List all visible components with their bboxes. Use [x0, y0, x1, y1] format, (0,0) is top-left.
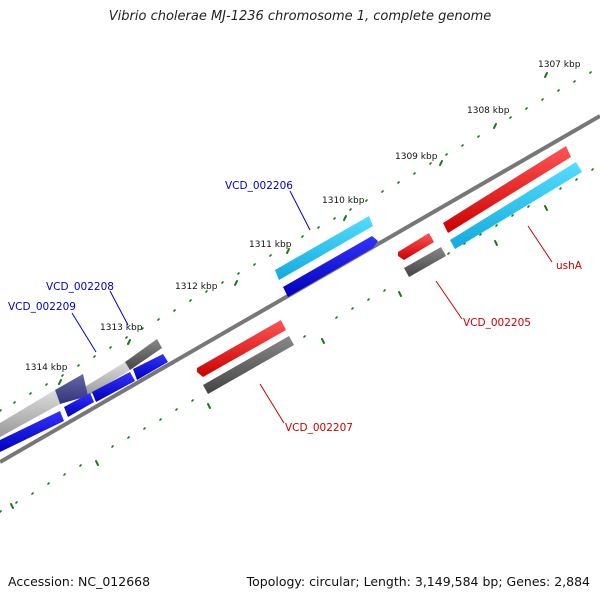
gene-blue-1[interactable]: [0, 411, 64, 452]
map-title: Vibrio cholerae MJ-1236 chromosome 1, co…: [108, 9, 492, 24]
tick-label: 1313 kbp: [100, 323, 143, 333]
tick-labels: 1307 kbp 1308 kbp 1309 kbp 1310 kbp 1311…: [25, 60, 581, 373]
leader-lines: [71, 190, 553, 424]
tick-label: 1312 kbp: [175, 282, 218, 292]
gene-vcd-002208-gray[interactable]: [125, 339, 162, 370]
accession-label: Accession: NC_012668: [8, 574, 151, 589]
gene-blue-2[interactable]: [64, 393, 94, 417]
outer-tick-ring: [0, 71, 592, 412]
forward-features: [0, 146, 582, 452]
tick-label: 1311 kbp: [249, 240, 292, 250]
gene-label-vcd-002208[interactable]: VCD_002208: [46, 281, 114, 293]
gene-vcd-002208-light[interactable]: [83, 362, 130, 396]
gene-label-usha[interactable]: ushA: [556, 260, 583, 272]
tick-label: 1308 kbp: [467, 106, 510, 116]
gene-usha-track2[interactable]: [450, 162, 582, 249]
gene-label-vcd-002207[interactable]: VCD_002207: [285, 422, 353, 434]
tick-label: 1314 kbp: [25, 363, 68, 373]
tick-label: 1310 kbp: [322, 196, 365, 206]
gene-vcd-002205-red[interactable]: [398, 233, 434, 260]
gene-blue-3[interactable]: [92, 372, 135, 402]
gene-vcd-002206[interactable]: [283, 236, 378, 297]
inner-major-ticks: [10, 205, 548, 509]
gene-vcd-002207-red[interactable]: [197, 320, 286, 377]
gene-labels: VCD_002206 VCD_002208 VCD_002209 ushA VC…: [8, 180, 583, 434]
gene-label-vcd-002205[interactable]: VCD_002205: [463, 317, 531, 329]
outer-major-ticks: [58, 72, 548, 385]
gene-vcd-002209-purple[interactable]: [55, 374, 88, 404]
gene-vcd-002206-outer[interactable]: [275, 216, 373, 280]
gene-label-vcd-002206[interactable]: VCD_002206: [225, 180, 293, 192]
gene-label-vcd-002209[interactable]: VCD_002209: [8, 301, 76, 313]
tick-label: 1309 kbp: [395, 152, 438, 162]
tick-label: 1307 kbp: [538, 60, 581, 70]
gene-vcd-002205[interactable]: [404, 247, 446, 277]
gene-vcd-002207[interactable]: [203, 336, 294, 394]
genome-summary: Topology: circular; Length: 3,149,584 bp…: [246, 574, 590, 589]
gene-usha[interactable]: [443, 146, 571, 233]
gene-vcd-002209-light[interactable]: [0, 390, 60, 437]
gene-blue-4[interactable]: [133, 354, 168, 380]
